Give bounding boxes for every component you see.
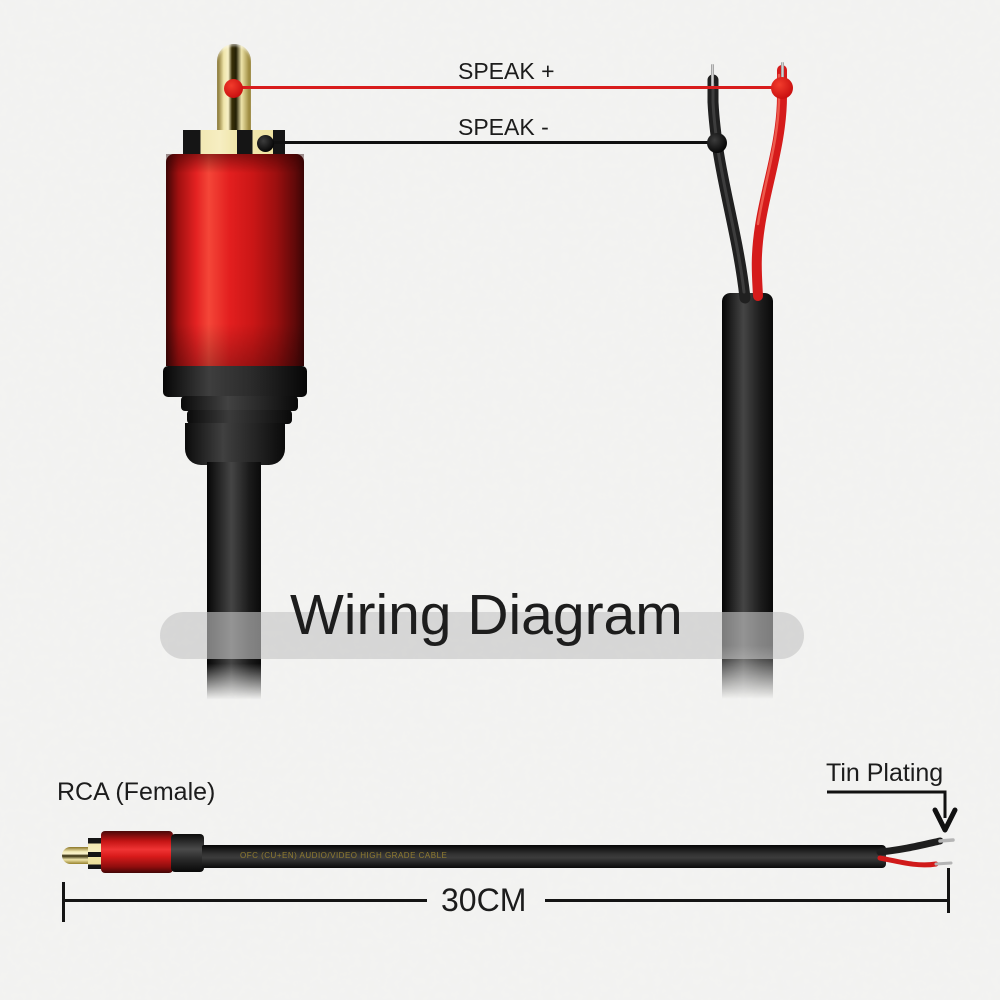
- dimension-tick-left: [62, 882, 65, 922]
- rca-plug-barrel-icon: [101, 831, 173, 873]
- rca-plug-collar-icon: [163, 366, 307, 397]
- solder-dot-minus-shield: [257, 135, 274, 152]
- dimension-line: [545, 899, 949, 902]
- page-title: Wiring Diagram: [290, 583, 683, 647]
- rca-plug-boot-icon: [185, 423, 285, 465]
- solder-dot-plus-pin: [224, 79, 243, 98]
- bottom-cable: [202, 845, 886, 868]
- dimension-tick-right: [947, 868, 950, 913]
- tin-plating-label: Tin Plating: [826, 759, 944, 787]
- solder-dot-minus-wire: [707, 133, 727, 153]
- rca-plug-collar-icon: [171, 834, 204, 872]
- rca-plug-pin-icon: [62, 847, 90, 864]
- speak-minus-label: SPEAK -: [458, 114, 549, 140]
- speak-plus-label: SPEAK +: [458, 58, 555, 84]
- tinned-tip-black-icon: [711, 64, 714, 87]
- length-label: 30CM: [441, 882, 527, 918]
- title-banner: [160, 612, 804, 659]
- speak-plus-line: [241, 86, 784, 89]
- speak-minus-line: [272, 141, 718, 144]
- cable-print-text: OFC (CU+EN) AUDIO/VIDEO HIGH GRADE CABLE: [240, 851, 448, 860]
- rca-plug-flange-icon: [88, 838, 103, 869]
- rca-female-label: RCA (Female): [57, 778, 216, 806]
- rca-plug-step-icon: [181, 396, 298, 411]
- dimension-line: [63, 899, 427, 902]
- left-cable: [207, 462, 261, 702]
- rca-plug-step-icon: [187, 410, 292, 424]
- solder-dot-plus-wire: [771, 77, 793, 99]
- rca-plug-barrel-icon: [166, 154, 304, 366]
